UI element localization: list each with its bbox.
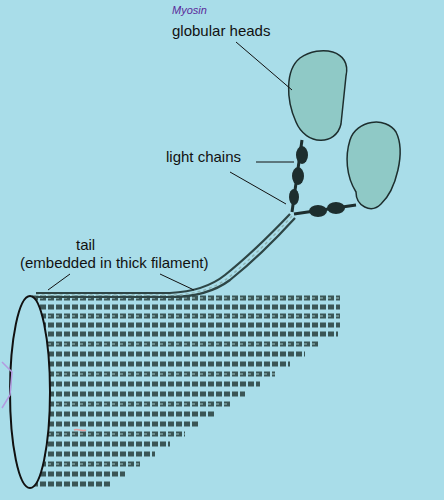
filament-strands <box>32 298 340 484</box>
part-label: tail <box>76 236 95 253</box>
leader-lines <box>48 42 294 290</box>
part-label: (embedded in thick filament) <box>20 254 208 271</box>
filament-end <box>10 296 50 488</box>
globular-head <box>289 51 347 141</box>
title-note: Myosin <box>172 4 207 17</box>
light-chains <box>289 146 345 217</box>
part-label: light chains <box>166 148 241 165</box>
globular-head <box>347 122 400 208</box>
part-label: globular heads <box>172 22 270 39</box>
